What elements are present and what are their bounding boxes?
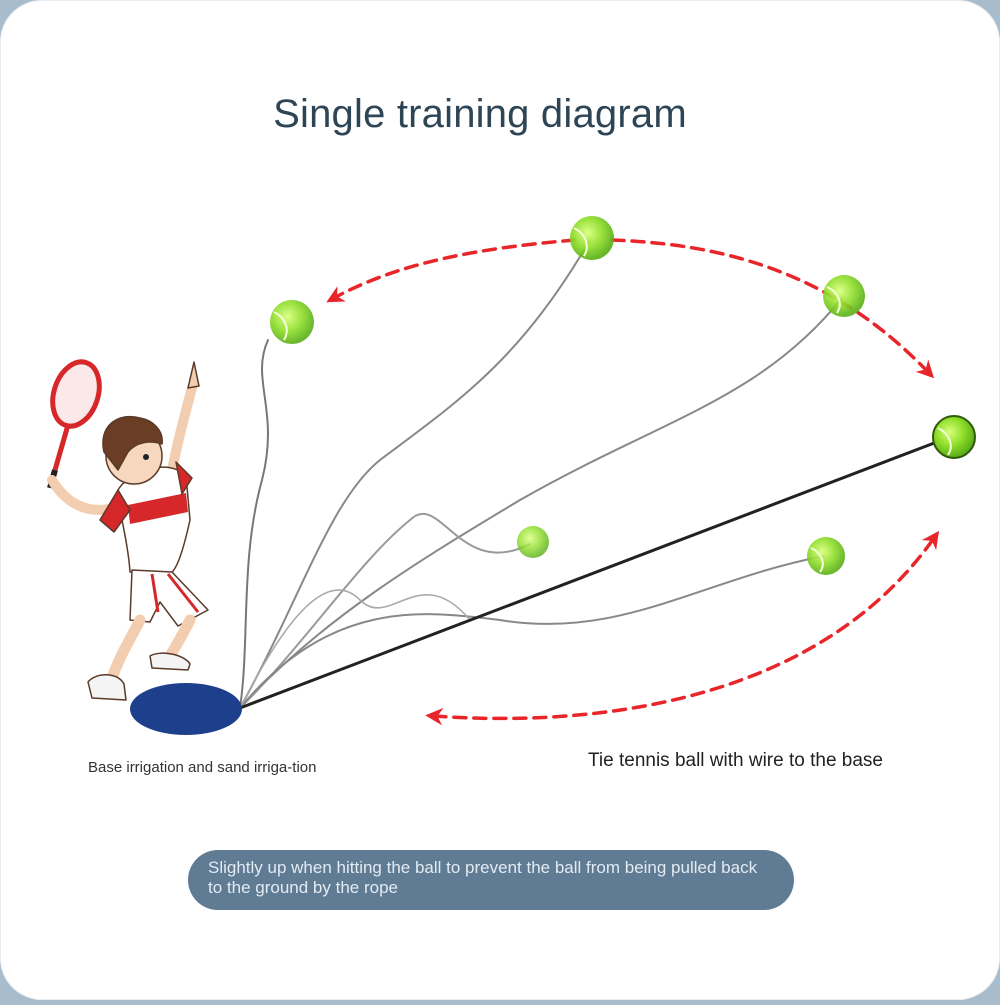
tennis-player-illustration — [47, 359, 209, 701]
arc-arrow-left — [326, 238, 577, 303]
string-5 — [239, 555, 825, 709]
tennis-balls — [270, 216, 976, 575]
string-1 — [239, 339, 269, 709]
motion-arrows — [326, 238, 940, 726]
string-2 — [239, 239, 591, 709]
instruction-note-text: Slightly up when hitting the ball to pre… — [208, 858, 758, 897]
tennis-ball-icon — [932, 415, 976, 459]
tennis-racket-icon — [47, 359, 102, 489]
lower-arc-arrow — [425, 530, 940, 726]
tie-label: Tie tennis ball with wire to the base — [588, 750, 884, 771]
string-4 — [239, 512, 531, 709]
tennis-ball-icon — [517, 526, 549, 558]
arc-arrow-right — [610, 238, 935, 379]
tennis-ball-icon — [823, 275, 865, 317]
base-label: Base irrigation and sand irriga-tion — [88, 759, 317, 776]
tennis-ball-icon — [807, 537, 845, 575]
string-3 — [239, 297, 843, 709]
string-taut — [238, 435, 952, 710]
training-base — [130, 683, 242, 735]
diagram-title: Single training diagram — [273, 92, 687, 136]
string-6 — [239, 589, 471, 709]
instruction-note: Slightly up when hitting the ball to pre… — [188, 850, 794, 910]
tennis-ball-icon — [270, 300, 314, 344]
tennis-ball-icon — [570, 216, 614, 260]
